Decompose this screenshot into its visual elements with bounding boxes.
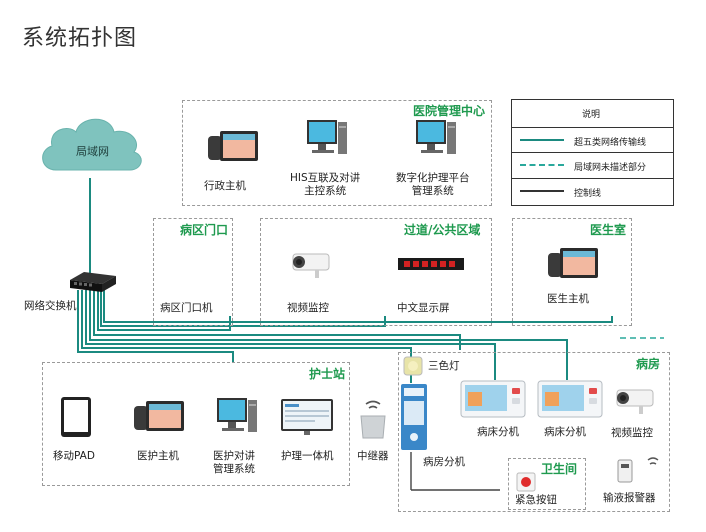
zone-title: 卫生间 xyxy=(541,462,578,476)
legend-sample-dashed-teal xyxy=(520,164,564,166)
repeater-icon xyxy=(360,400,386,439)
pc-icon xyxy=(307,120,347,154)
device-label: 行政主机 xyxy=(204,180,246,192)
legend-sample-solid-teal xyxy=(520,139,564,141)
tablet-phone-icon xyxy=(548,248,598,278)
legend-item: 超五类网络传输线 xyxy=(512,127,673,152)
device-label: 护理一体机 xyxy=(281,450,334,462)
switch-label: 网络交换机 xyxy=(24,300,77,312)
zone-nurse-station xyxy=(42,362,350,486)
device-label: 中继器 xyxy=(357,450,389,462)
zone-ward xyxy=(398,352,670,512)
device-label: 数字化护理平台 管理系统 xyxy=(396,172,470,197)
zone-doctor-room xyxy=(512,218,632,326)
wire-ward-light xyxy=(93,290,461,350)
tri-color-light-icon xyxy=(403,356,423,376)
room-unit-icon xyxy=(401,384,427,450)
bed-unit-icon xyxy=(537,380,603,418)
device-label: 医护主机 xyxy=(137,450,179,462)
wire-ward-gate xyxy=(97,290,231,331)
zone-bathroom xyxy=(508,458,586,510)
device-label: 病床分机 xyxy=(544,426,586,438)
zone-title: 医生室 xyxy=(590,223,627,237)
wire-ward-bed2 xyxy=(89,290,568,380)
pad-icon xyxy=(61,397,91,437)
legend-sample-solid-dark xyxy=(520,190,564,192)
camera-icon xyxy=(616,389,654,414)
device-label: 三色灯 xyxy=(428,360,460,372)
network-switch-icon xyxy=(70,272,116,292)
legend-item: 局域网未描述部分 xyxy=(512,152,673,177)
zone-hospital-center xyxy=(182,100,492,206)
page-title: 系统拓扑图 xyxy=(22,26,138,51)
legend-heading: 说明 xyxy=(582,110,601,120)
zone-ward-gate xyxy=(153,218,233,326)
zone-title: 医院管理中心 xyxy=(413,104,486,118)
device-label: 紧急按钮 xyxy=(515,494,557,506)
emergency-button-icon xyxy=(516,472,536,492)
device-label: 移动PAD xyxy=(53,450,95,462)
wire-doctor-room xyxy=(103,290,613,323)
device-label: 病房分机 xyxy=(423,456,465,468)
lan-label: 局域网 xyxy=(76,145,109,158)
device-label: 医护对讲 管理系统 xyxy=(213,450,255,475)
device-label: 输液报警器 xyxy=(603,492,656,504)
wire-nurse-station xyxy=(77,290,234,362)
wire-public-area xyxy=(100,290,386,327)
bed-unit-icon xyxy=(460,380,526,418)
device-label: 病区门口机 xyxy=(160,302,213,314)
zone-title: 病房 xyxy=(636,357,661,371)
device-label: 医生主机 xyxy=(547,293,589,305)
wire-ward-bed1 xyxy=(85,290,496,380)
tablet-phone-icon xyxy=(208,131,258,161)
tablet-phone-icon xyxy=(134,401,184,431)
legend: 说明 超五类网络传输线 局域网未描述部分 控制线 xyxy=(511,99,674,206)
led-display-icon xyxy=(398,258,464,270)
pc-icon xyxy=(416,120,456,154)
device-label: 视频监控 xyxy=(611,427,653,439)
infusion-alarm-icon xyxy=(617,457,659,483)
zone-public-area xyxy=(260,218,492,326)
monitor-icon xyxy=(281,399,333,435)
zone-title: 护士站 xyxy=(309,367,346,381)
device-label: 视频监控 xyxy=(287,302,329,314)
pc-icon xyxy=(217,398,257,432)
device-label: 中文显示屏 xyxy=(397,302,450,314)
device-label: 病床分机 xyxy=(477,426,519,438)
lan-cloud-icon xyxy=(42,118,142,171)
zone-title: 过道/公共区域 xyxy=(404,223,481,237)
camera-icon xyxy=(292,253,330,278)
legend-item: 控制线 xyxy=(512,178,673,203)
device-label: HIS互联及对讲 主控系统 xyxy=(290,172,361,197)
zone-title: 病区门口 xyxy=(180,223,229,237)
